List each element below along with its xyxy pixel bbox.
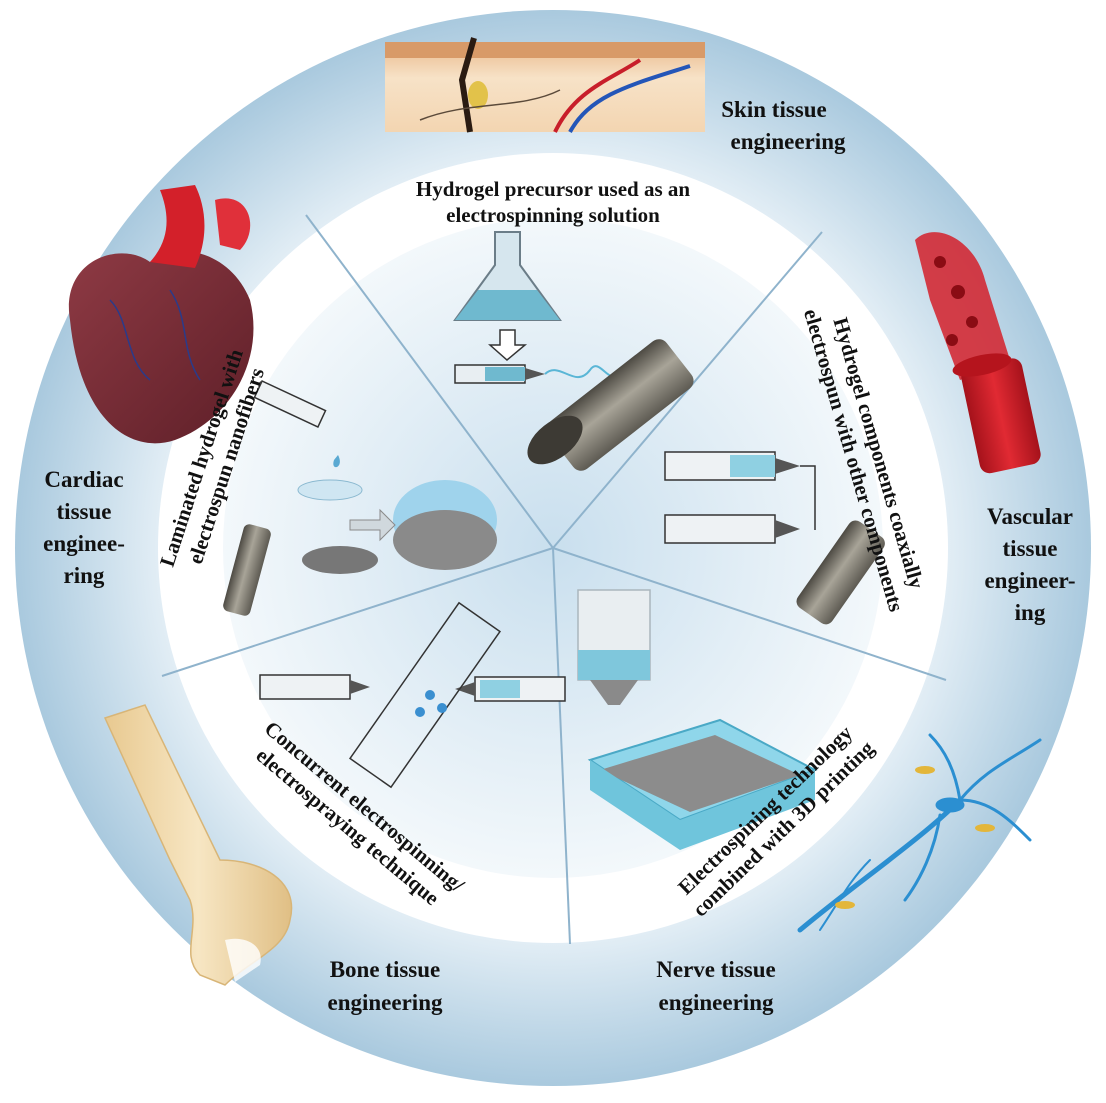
cardiac-label-line2: tissue (57, 499, 112, 524)
cardiac-label-line3: enginee- (43, 531, 125, 556)
method-top-line2: electrospinning solution (446, 203, 660, 227)
skin-label-line1: Skin tissue (721, 97, 826, 122)
cardiac-label-line1: Cardiac (44, 467, 123, 492)
method-top-line1: Hydrogel precursor used as an (416, 177, 691, 201)
nerve-label-line2: engineering (659, 990, 774, 1015)
vascular-label-line1: Vascular (987, 504, 1073, 529)
skin-cross-section-icon (385, 37, 705, 133)
hydrogel-disc-icon (223, 380, 497, 616)
method-top: Hydrogel precursor used as an electrospi… (416, 177, 691, 227)
label-skin: Skin tissue engineering (721, 97, 846, 154)
blood-vessel-icon (915, 232, 1041, 474)
printed-scaffold-icon (587, 718, 818, 850)
label-vascular: Vascular tissue engineer- ing (984, 504, 1075, 625)
flask-icon (453, 231, 562, 361)
label-nerve: Nerve tissue engineering (656, 957, 775, 1015)
nerve-label-line1: Nerve tissue (656, 957, 775, 982)
bone-label-line1: Bone tissue (330, 957, 441, 982)
cardiac-label-line4: ring (64, 563, 105, 588)
vascular-label-line2: tissue (1003, 536, 1058, 561)
vascular-label-line3: engineer- (984, 568, 1075, 593)
label-bone: Bone tissue engineering (328, 957, 443, 1015)
drum-collector-icon (527, 339, 694, 471)
bone-label-line2: engineering (328, 990, 443, 1015)
coaxial-syringes-icon (664, 451, 885, 625)
heart-icon (68, 185, 254, 444)
vascular-label-line4: ing (1015, 600, 1046, 625)
label-cardiac: Cardiac tissue enginee- ring (43, 467, 125, 588)
printing-nozzle-icon (577, 589, 651, 705)
skin-label-line2: engineering (731, 129, 846, 154)
electrospraying-apparatus-icon (259, 601, 566, 789)
bone-icon (103, 704, 293, 986)
nerve-cell-icon (797, 733, 1042, 933)
